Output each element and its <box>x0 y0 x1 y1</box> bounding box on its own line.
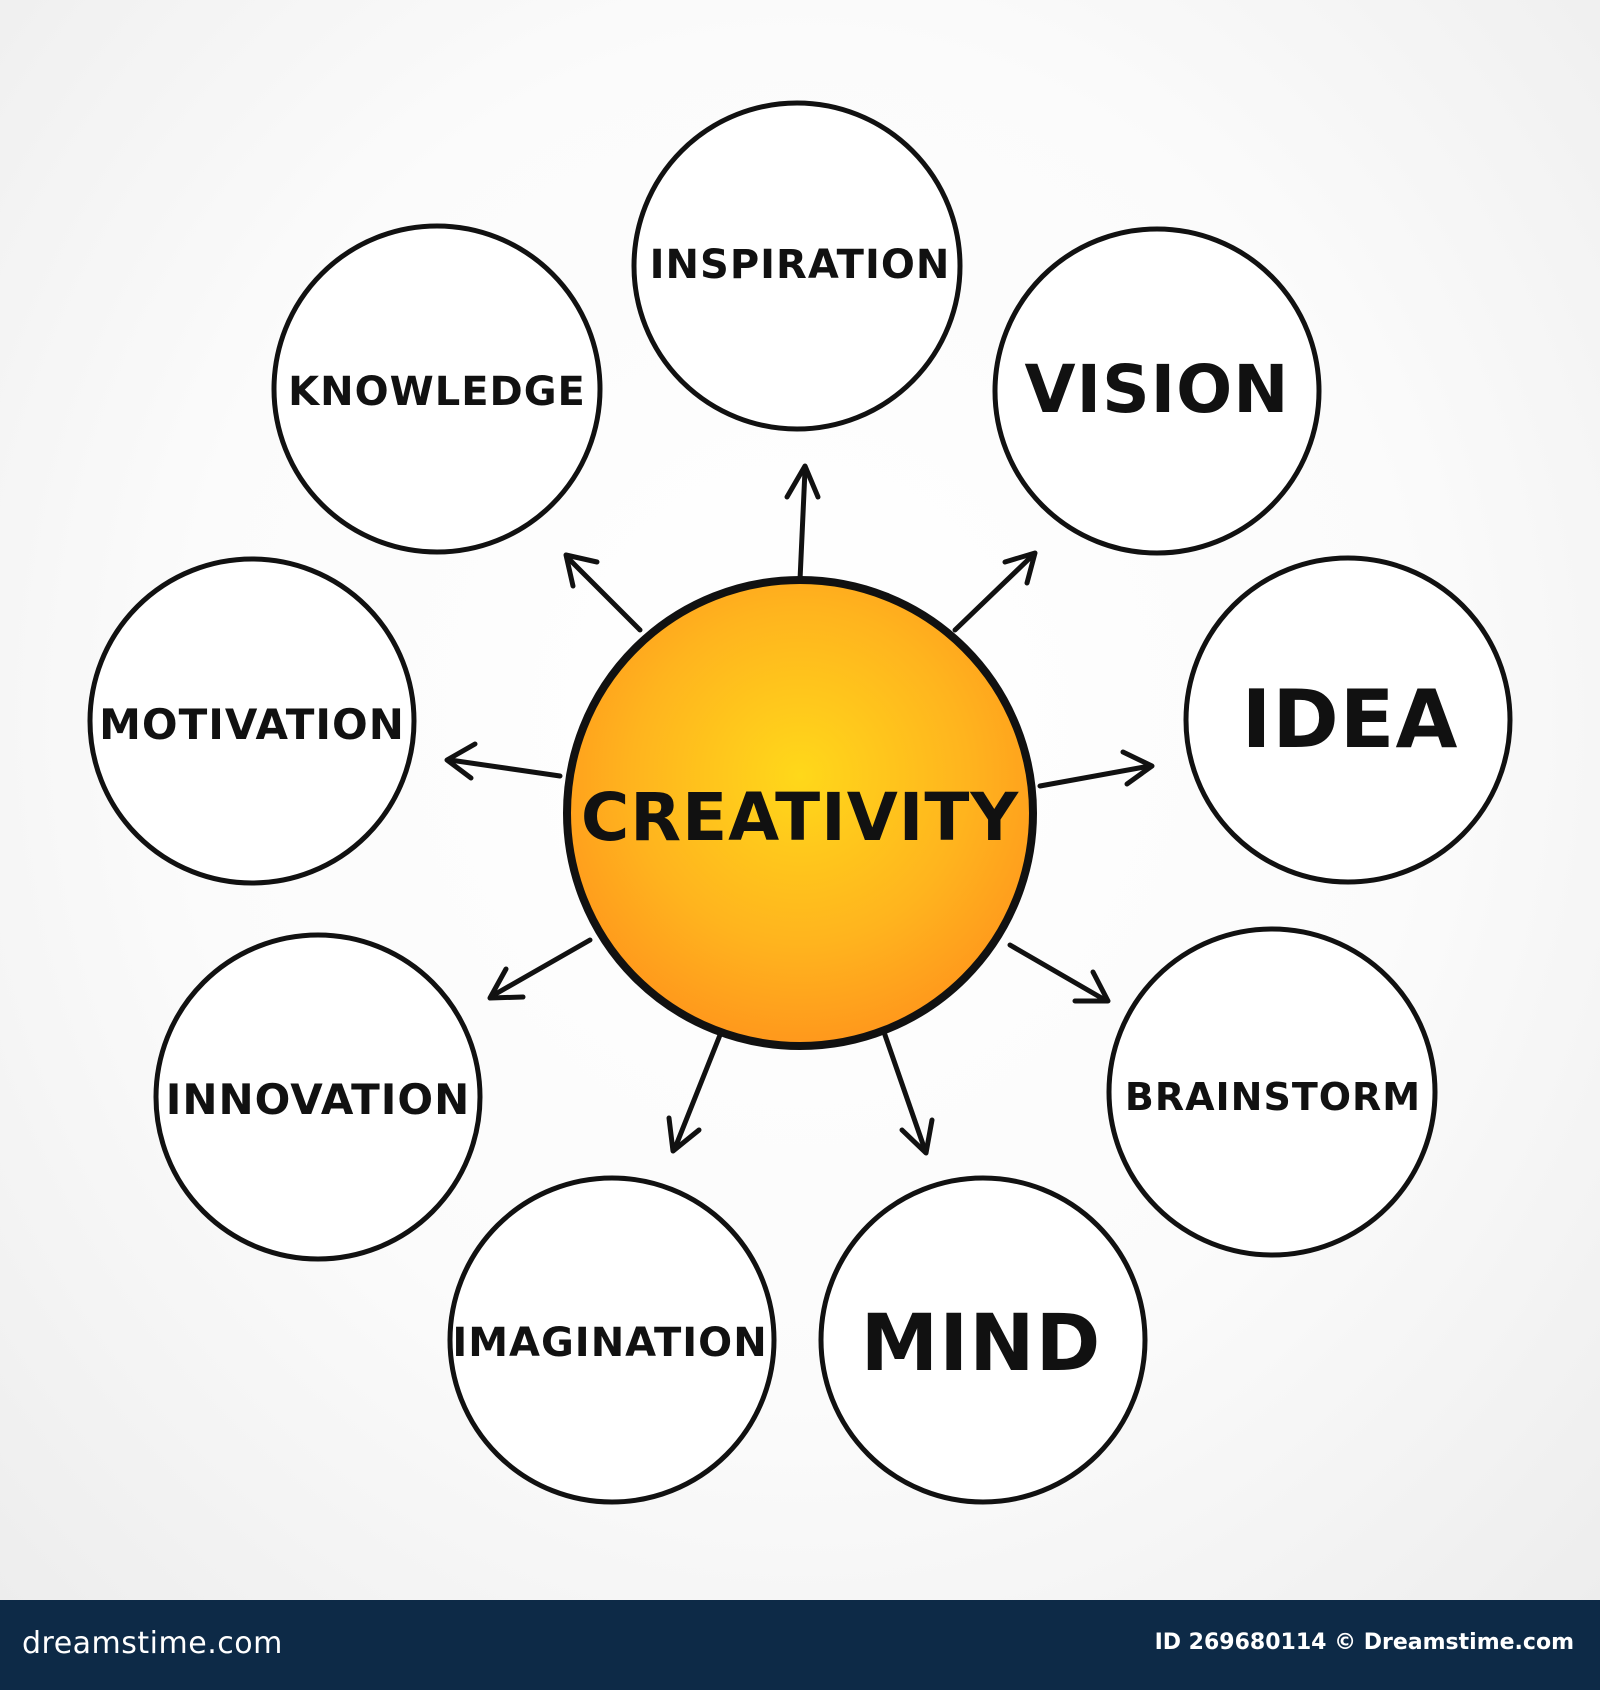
label-creativity: CREATIVITY <box>581 779 1020 856</box>
label-mind: MIND <box>861 1299 1102 1389</box>
node-circle-brainstorm <box>1106 926 1438 1258</box>
center-circle <box>563 576 1037 1050</box>
node-circle-innovation <box>153 932 483 1262</box>
label-innovation: INNOVATION <box>166 1075 471 1124</box>
footer-brand[interactable]: dreamstime.com <box>22 1626 283 1661</box>
arrow-to-imagination <box>666 1032 723 1154</box>
arrow-to-motivation <box>444 741 563 781</box>
arrow-to-idea <box>1037 749 1155 789</box>
label-inspiration: INSPIRATION <box>650 242 951 288</box>
arrow-to-innovation <box>487 937 593 1001</box>
label-imagination: IMAGINATION <box>452 1320 767 1366</box>
node-circle-mind <box>818 1175 1148 1505</box>
mind-map: INSPIRATION VISION IDEA BRAINSTORM MIND … <box>87 100 1513 1505</box>
label-vision: VISION <box>1024 351 1289 428</box>
arrow-to-knowledge <box>563 552 643 633</box>
arrow-to-mind <box>882 1032 935 1156</box>
label-knowledge: KNOWLEDGE <box>288 369 586 415</box>
arrow-to-inspiration <box>784 463 821 583</box>
node-circle-motivation <box>87 556 417 886</box>
diagram-canvas: INSPIRATION VISION IDEA BRAINSTORM MIND … <box>0 0 1600 1600</box>
label-brainstorm: BRAINSTORM <box>1125 1075 1421 1119</box>
node-circle-knowledge <box>271 223 603 555</box>
footer-image-id: ID 269680114 © Dreamstime.com <box>1154 1630 1574 1655</box>
node-circle-idea <box>1183 555 1513 885</box>
footer-bar: dreamstime.com ID 269680114 © Dreamstime… <box>0 1600 1600 1690</box>
label-motivation: MOTIVATION <box>99 700 405 749</box>
arrow-to-brainstorm <box>1007 942 1111 1004</box>
arrow-to-vision <box>952 550 1038 633</box>
label-idea: IDEA <box>1242 673 1459 766</box>
node-circle-vision <box>992 226 1322 556</box>
node-circle-inspiration <box>631 100 963 432</box>
node-circle-imagination <box>447 1175 777 1505</box>
